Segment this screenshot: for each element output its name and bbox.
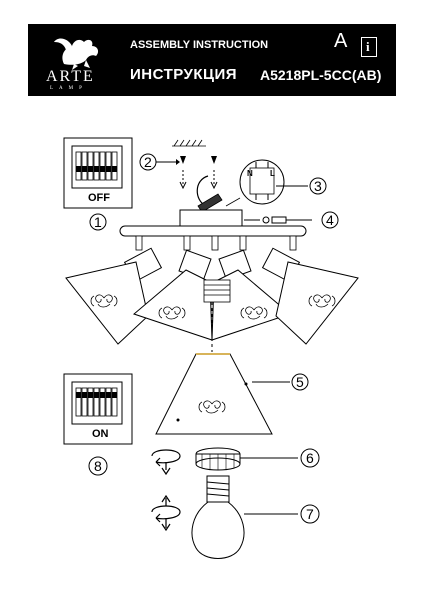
rotate-arrow-icon <box>151 449 181 476</box>
anchor-screws <box>179 156 218 190</box>
terminal-l-label: L <box>270 169 275 178</box>
switch-off-label: OFF <box>88 192 110 204</box>
grade-letter: A <box>334 30 348 52</box>
shade-right <box>261 247 359 345</box>
bar-joints <box>135 235 297 251</box>
terminal-detail-bubble <box>225 159 285 207</box>
brand-name: ARTE <box>46 68 95 85</box>
shade-left <box>65 247 163 345</box>
callout-8-circle <box>88 456 108 476</box>
shade-center-right <box>211 249 292 341</box>
info-letter: i <box>366 39 370 54</box>
header-banner: ARTE LAMP ASSEMBLY INSTRUCTION ИНСТРУКЦИ… <box>28 24 396 96</box>
center-socket <box>203 279 231 303</box>
canopy-plate <box>179 209 243 227</box>
switch-panel-off <box>63 137 133 209</box>
info-book-icon: i <box>361 37 377 57</box>
rotate-arrow-icon-2 <box>151 494 181 532</box>
callout-6-label: 6 <box>306 450 314 466</box>
terminal-n-label: N <box>247 169 253 178</box>
callout-6-circle <box>300 448 320 468</box>
switch-on-label: ON <box>92 428 109 440</box>
callout-3-label: 3 <box>314 178 322 194</box>
callout-1-circle <box>89 213 107 231</box>
callout-7-label: 7 <box>306 506 314 522</box>
mounting-bar <box>119 225 307 237</box>
shade-center-left <box>132 249 213 341</box>
callout-5-circle <box>291 373 309 391</box>
model-number: A5218PL-5CC(AB) <box>260 67 382 83</box>
light-bulb <box>191 475 245 559</box>
switch-panel-on <box>63 373 133 445</box>
title-english: ASSEMBLY INSTRUCTION <box>130 39 269 51</box>
shade-detail <box>155 353 273 435</box>
title-russian: ИНСТРУКЦИЯ <box>130 66 238 83</box>
callout-4-label: 4 <box>326 212 334 228</box>
brand-subtitle: LAMP <box>50 86 88 91</box>
callout-5-label: 5 <box>296 374 304 390</box>
callout-2-label: 2 <box>144 154 152 170</box>
griffin-logo-icon <box>54 38 99 70</box>
callout-1-label: 1 <box>94 214 102 230</box>
fixing-screw <box>244 216 312 224</box>
callout-7-circle <box>300 504 320 524</box>
callout-8-label: 8 <box>94 458 102 474</box>
callout-4-circle <box>321 211 339 229</box>
ceiling-hatch <box>172 139 206 147</box>
socket-ring <box>195 447 241 471</box>
callout-3-circle <box>309 177 327 195</box>
